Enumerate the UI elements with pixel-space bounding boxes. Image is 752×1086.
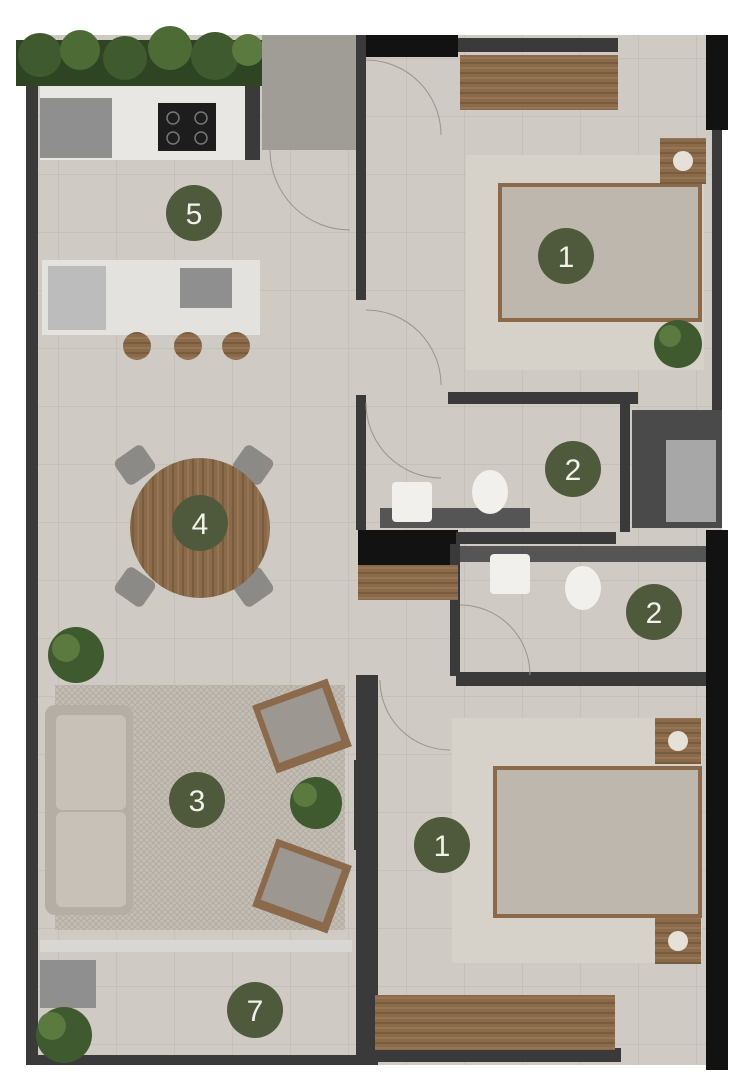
svg-text:5: 5 — [186, 198, 203, 231]
room-badges: 5 4 3 7 1 2 2 1 — [166, 185, 682, 1038]
shower-box — [632, 410, 722, 528]
svg-text:2: 2 — [565, 454, 582, 487]
bathroom-mid-fixtures — [358, 546, 706, 610]
bathroom-top-fixtures — [380, 470, 530, 528]
svg-text:2: 2 — [646, 597, 663, 630]
room-badge-bathroom-mid: 2 — [626, 584, 682, 640]
door-swings — [269, 59, 531, 751]
room-badge-dining: 4 — [172, 495, 228, 551]
room-badge-kitchen: 5 — [166, 185, 222, 241]
svg-text:3: 3 — [189, 785, 206, 818]
room-badge-terrace: 7 — [227, 982, 283, 1038]
svg-text:1: 1 — [434, 830, 451, 863]
svg-text:1: 1 — [558, 241, 575, 274]
room-badge-bedroom-bottom: 1 — [414, 817, 470, 873]
kitchen-island — [42, 260, 260, 360]
bedroom-bottom-furniture — [375, 718, 702, 1050]
svg-text:7: 7 — [247, 995, 264, 1028]
room-badge-bathroom-top: 2 — [545, 441, 601, 497]
svg-text:4: 4 — [192, 508, 209, 541]
planter-top — [16, 26, 264, 86]
room-badge-living: 3 — [169, 772, 225, 828]
kitchen-counter — [40, 85, 245, 160]
room-badge-bedroom-top: 1 — [538, 228, 594, 284]
terrace — [36, 940, 352, 1063]
walls — [26, 35, 728, 1070]
bedroom-top-furniture — [460, 55, 706, 370]
outdoor-concrete — [262, 35, 356, 150]
